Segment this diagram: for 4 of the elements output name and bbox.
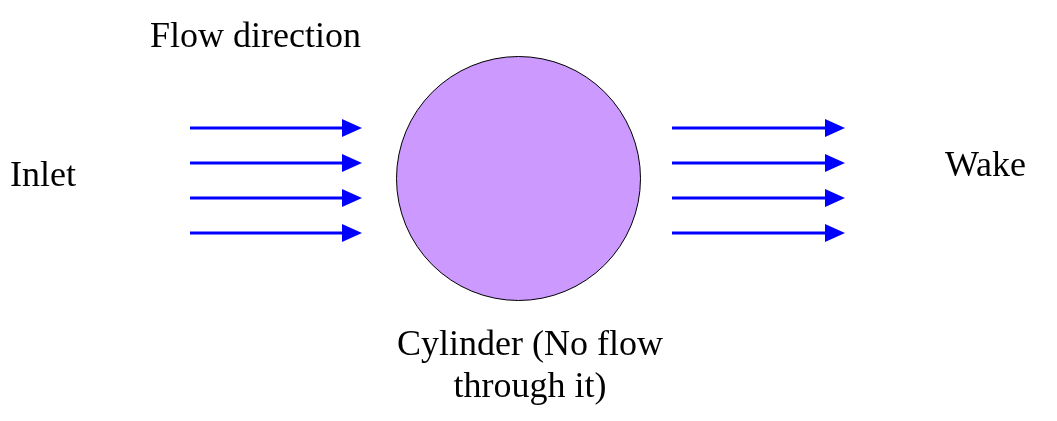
flow-label: Inlet xyxy=(10,153,76,195)
flow-label: Flow direction xyxy=(150,14,361,56)
flow-label: Wake xyxy=(945,143,1027,185)
shape-caption: Cylinder (No flow through it) xyxy=(396,322,664,406)
